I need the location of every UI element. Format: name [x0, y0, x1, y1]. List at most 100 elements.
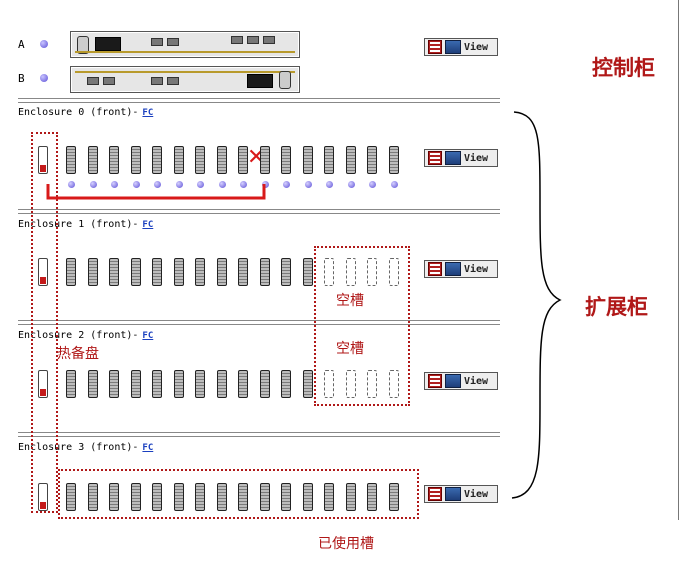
- disk-slot[interactable]: [238, 483, 248, 511]
- empty-slot-label: 空槽: [336, 341, 364, 357]
- fan-icon: [428, 374, 442, 388]
- empty-disk-slot[interactable]: [324, 370, 334, 398]
- disk-slot[interactable]: [152, 258, 162, 286]
- port-icon: [151, 77, 163, 85]
- disk-slot[interactable]: [238, 146, 248, 174]
- hot-spare-disk[interactable]: [38, 483, 48, 511]
- disk-slot[interactable]: [173, 370, 184, 398]
- port-icon: [103, 77, 115, 85]
- view-button[interactable]: View: [424, 260, 498, 278]
- disk-slot[interactable]: [152, 370, 162, 398]
- disk-slot[interactable]: [259, 146, 270, 174]
- disk-slot[interactable]: [87, 146, 98, 174]
- disk-slot[interactable]: [302, 258, 313, 286]
- disk-slot[interactable]: [109, 258, 119, 286]
- expansion-brace: [511, 111, 562, 499]
- disk-slot[interactable]: [173, 146, 184, 174]
- disk-slot[interactable]: [238, 258, 248, 286]
- view-button[interactable]: View: [424, 372, 498, 390]
- empty-disk-slot[interactable]: [388, 258, 399, 286]
- disk-slot[interactable]: [109, 146, 119, 174]
- fc-link[interactable]: FC: [142, 220, 154, 230]
- divider: [18, 320, 500, 325]
- disk-slot[interactable]: [281, 258, 291, 286]
- disk-slot[interactable]: [152, 483, 162, 511]
- display-icon: [95, 37, 121, 51]
- disk-slot[interactable]: [345, 483, 356, 511]
- fan-icon: [428, 262, 442, 276]
- disk-slot[interactable]: [152, 146, 162, 174]
- disk-slot[interactable]: [173, 483, 184, 511]
- disk-slot[interactable]: [195, 370, 205, 398]
- view-button[interactable]: View: [424, 149, 498, 167]
- disk-slot[interactable]: [109, 370, 119, 398]
- disk-slot[interactable]: [66, 258, 76, 286]
- disk-led-icon: [197, 181, 204, 188]
- disk-slot[interactable]: [195, 258, 205, 286]
- disk-slot[interactable]: [281, 370, 291, 398]
- view-button[interactable]: View: [424, 38, 498, 56]
- disk-slot[interactable]: [302, 370, 313, 398]
- disk-slot[interactable]: [130, 146, 141, 174]
- disk-led-icon: [390, 181, 398, 188]
- empty-disk-slot[interactable]: [324, 258, 334, 286]
- controller-row-a: A: [18, 30, 48, 58]
- disk-slot[interactable]: [130, 483, 141, 511]
- disk-slot[interactable]: [195, 146, 205, 174]
- disk-slot[interactable]: [195, 483, 205, 511]
- enclosure-3-title: Enclosure 3 (front)-FC: [18, 442, 153, 453]
- enclosure-title-text: Enclosure 2 (front)-: [18, 330, 139, 341]
- fc-link[interactable]: FC: [142, 331, 154, 341]
- disk-slot[interactable]: [367, 146, 377, 174]
- disk-slot[interactable]: [324, 483, 334, 511]
- disk-slot[interactable]: [302, 146, 313, 174]
- disk-slot[interactable]: [216, 370, 227, 398]
- hot-spare-disk[interactable]: [38, 370, 48, 398]
- used-slot-label: 已使用槽: [318, 536, 374, 552]
- empty-disk-slot[interactable]: [345, 258, 356, 286]
- disk-slot[interactable]: [388, 483, 399, 511]
- disk-slot[interactable]: [87, 258, 98, 286]
- port-icon: [167, 77, 179, 85]
- disk-led-icon: [68, 181, 75, 188]
- disk-slot[interactable]: [238, 370, 248, 398]
- disk-slot[interactable]: [216, 258, 227, 286]
- disk-slot[interactable]: [216, 483, 227, 511]
- disk-slot[interactable]: [367, 483, 377, 511]
- disk-slot[interactable]: [388, 146, 399, 174]
- disk-slot[interactable]: [66, 146, 76, 174]
- disk-slot[interactable]: [324, 146, 334, 174]
- disk-slot[interactable]: [173, 258, 184, 286]
- disk-slot[interactable]: [281, 483, 291, 511]
- enclosure-2-title: Enclosure 2 (front)-FC: [18, 330, 153, 341]
- view-label: View: [464, 375, 489, 387]
- disk-slot[interactable]: [345, 146, 356, 174]
- fc-link[interactable]: FC: [142, 108, 154, 118]
- hot-spare-label: 热备盘: [57, 346, 99, 362]
- disk-slot[interactable]: [87, 370, 98, 398]
- disk-slot[interactable]: [130, 258, 141, 286]
- disk-slot[interactable]: [281, 146, 291, 174]
- view-button[interactable]: View: [424, 485, 498, 503]
- hot-spare-disk[interactable]: [38, 146, 48, 174]
- view-label: View: [464, 263, 489, 275]
- controller-a-chassis[interactable]: [70, 31, 300, 58]
- fc-link[interactable]: FC: [142, 443, 154, 453]
- empty-disk-slot[interactable]: [367, 370, 377, 398]
- empty-disk-slot[interactable]: [388, 370, 399, 398]
- empty-disk-slot[interactable]: [345, 370, 356, 398]
- disk-slot[interactable]: [130, 370, 141, 398]
- disk-slot[interactable]: [66, 483, 76, 511]
- controller-b-chassis[interactable]: [70, 66, 300, 93]
- disk-slot[interactable]: [216, 146, 227, 174]
- hot-spare-disk[interactable]: [38, 258, 48, 286]
- disk-slot[interactable]: [66, 370, 76, 398]
- disk-slot[interactable]: [109, 483, 119, 511]
- disk-slot[interactable]: [259, 370, 270, 398]
- disk-slot[interactable]: [259, 483, 270, 511]
- empty-disk-slot[interactable]: [367, 258, 377, 286]
- disk-slot[interactable]: [87, 483, 98, 511]
- disk-slot[interactable]: [259, 258, 270, 286]
- disk-slot[interactable]: [302, 483, 313, 511]
- handle-icon: [279, 71, 291, 89]
